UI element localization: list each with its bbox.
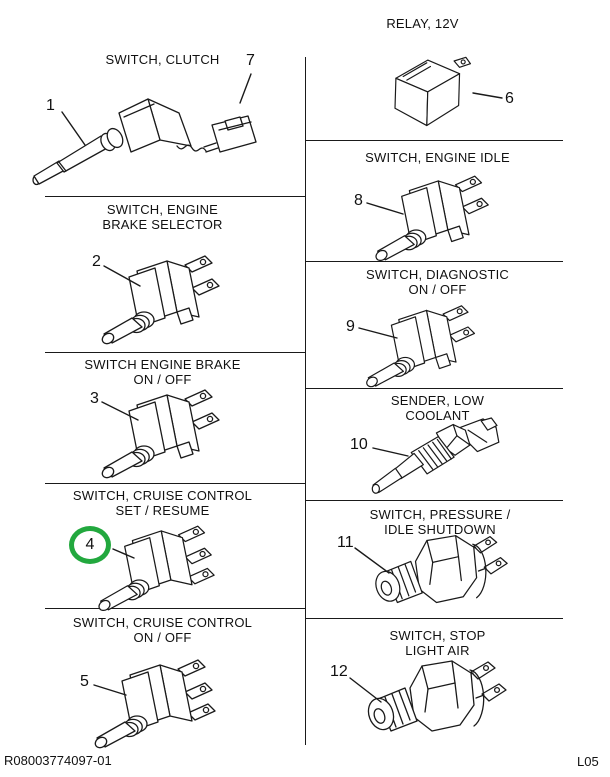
separator-line (45, 483, 305, 484)
part-callout-1[interactable]: 1 (46, 97, 55, 114)
part-callout-6[interactable]: 6 (505, 90, 514, 107)
cell-title-line1: SWITCH, PRESSURE / (369, 507, 511, 522)
cell-switch-stop-light-air: SWITCH, STOP LIGHT AIR 12 (305, 618, 610, 777)
cell-title-line2: COOLANT (405, 408, 470, 423)
cell-title-line2: BRAKE SELECTOR (102, 217, 223, 232)
cell-title-line2: SET / RESUME (115, 503, 210, 518)
cell-title-line1: SWITCH, CRUISE CONTROL (72, 488, 253, 503)
cell-title-line2: ON / OFF (133, 630, 192, 645)
part-callout-10[interactable]: 10 (350, 436, 368, 453)
part-callout-8[interactable]: 8 (354, 192, 363, 209)
separator-line (305, 140, 563, 141)
cell-switch-engine-idle: SWITCH, ENGINE IDLE 8 (305, 140, 610, 264)
cell-title-line2: IDLE SHUTDOWN (384, 522, 496, 537)
separator-line (305, 261, 563, 262)
cell-switch-cruise-control-set-resume: SWITCH, CRUISE CONTROL SET / RESUME 4 (0, 483, 305, 614)
cell-title-line1: SWITCH, CLUTCH (105, 52, 220, 67)
cell-title-line1: SENDER, LOW (390, 393, 485, 408)
cell-title-line1: SWITCH, DIAGNOSTIC (366, 267, 509, 282)
pressure-switch-illustration (354, 535, 508, 606)
column-divider-line (305, 57, 306, 745)
part-callout-7[interactable]: 7 (246, 52, 255, 69)
part-callout-11[interactable]: 11 (337, 534, 354, 551)
cell-switch-diagnostic-onoff: SWITCH, DIAGNOSTIC ON / OFF 9 (305, 261, 610, 390)
part-callout-3[interactable]: 3 (90, 390, 99, 407)
separator-line (305, 388, 563, 389)
cell-title-line1: SWITCH, ENGINE (106, 202, 219, 217)
cell-title-line2: ON / OFF (133, 372, 192, 387)
part-callout-2[interactable]: 2 (92, 253, 101, 270)
cell-title-line1: SWITCH ENGINE BRAKE (84, 357, 241, 372)
cell-switch-engine-brake-onoff: SWITCH ENGINE BRAKE ON / OFF 3 (0, 352, 305, 483)
cell-switch-pressure-idle-shutdown: SWITCH, PRESSURE / IDLE SHUTDOWN 11 (305, 500, 610, 618)
cell-sender-low-coolant: SENDER, LOW COOLANT 10 (305, 388, 610, 500)
toggle-switch-illustration (99, 389, 220, 481)
cell-switch-engine-brake-selector: SWITCH, ENGINE BRAKE SELECTOR 2 (0, 196, 305, 352)
cell-relay-12v: RELAY, 12V 6 (305, 0, 610, 140)
separator-line (45, 196, 305, 197)
cell-title-line1: RELAY, 12V (386, 16, 459, 31)
highlight-circle[interactable]: 4 (69, 526, 111, 564)
document-number: R08003774097-01 (4, 753, 112, 768)
cell-title-line1: SWITCH, CRUISE CONTROL (72, 615, 253, 630)
cell-title-line2: ON / OFF (408, 282, 467, 297)
separator-line (305, 500, 563, 501)
part-callout-12[interactable]: 12 (330, 663, 348, 680)
part-callout-9[interactable]: 9 (346, 318, 355, 335)
coolant-sender-illustration (371, 417, 500, 494)
part-callout-5[interactable]: 5 (80, 673, 89, 690)
separator-line (305, 618, 563, 619)
cell-title-line1: SWITCH, STOP (389, 628, 486, 643)
part-callout-4: 4 (85, 536, 95, 553)
cell-switch-cruise-control-onoff: SWITCH, CRUISE CONTROL ON / OFF 5 (0, 608, 305, 777)
pressure-switch-illustration (349, 660, 507, 734)
toggle-switch-illustration (358, 305, 476, 390)
separator-line (45, 352, 305, 353)
cell-switch-clutch: SWITCH, CLUTCH 1 7 (0, 0, 305, 196)
toggle-switch-illustration (92, 659, 216, 751)
page-code: L05 (577, 754, 599, 769)
toggle-switch-illustration (99, 255, 220, 347)
cell-title-line2: LIGHT AIR (405, 643, 470, 658)
separator-line (45, 608, 305, 609)
toggle-switch-illustration (366, 175, 489, 264)
clutch-switch-illustration (32, 73, 257, 186)
relay-illustration (394, 56, 503, 127)
cell-title-line1: SWITCH, ENGINE IDLE (365, 150, 510, 165)
toggle-switch-illustration (96, 525, 215, 614)
